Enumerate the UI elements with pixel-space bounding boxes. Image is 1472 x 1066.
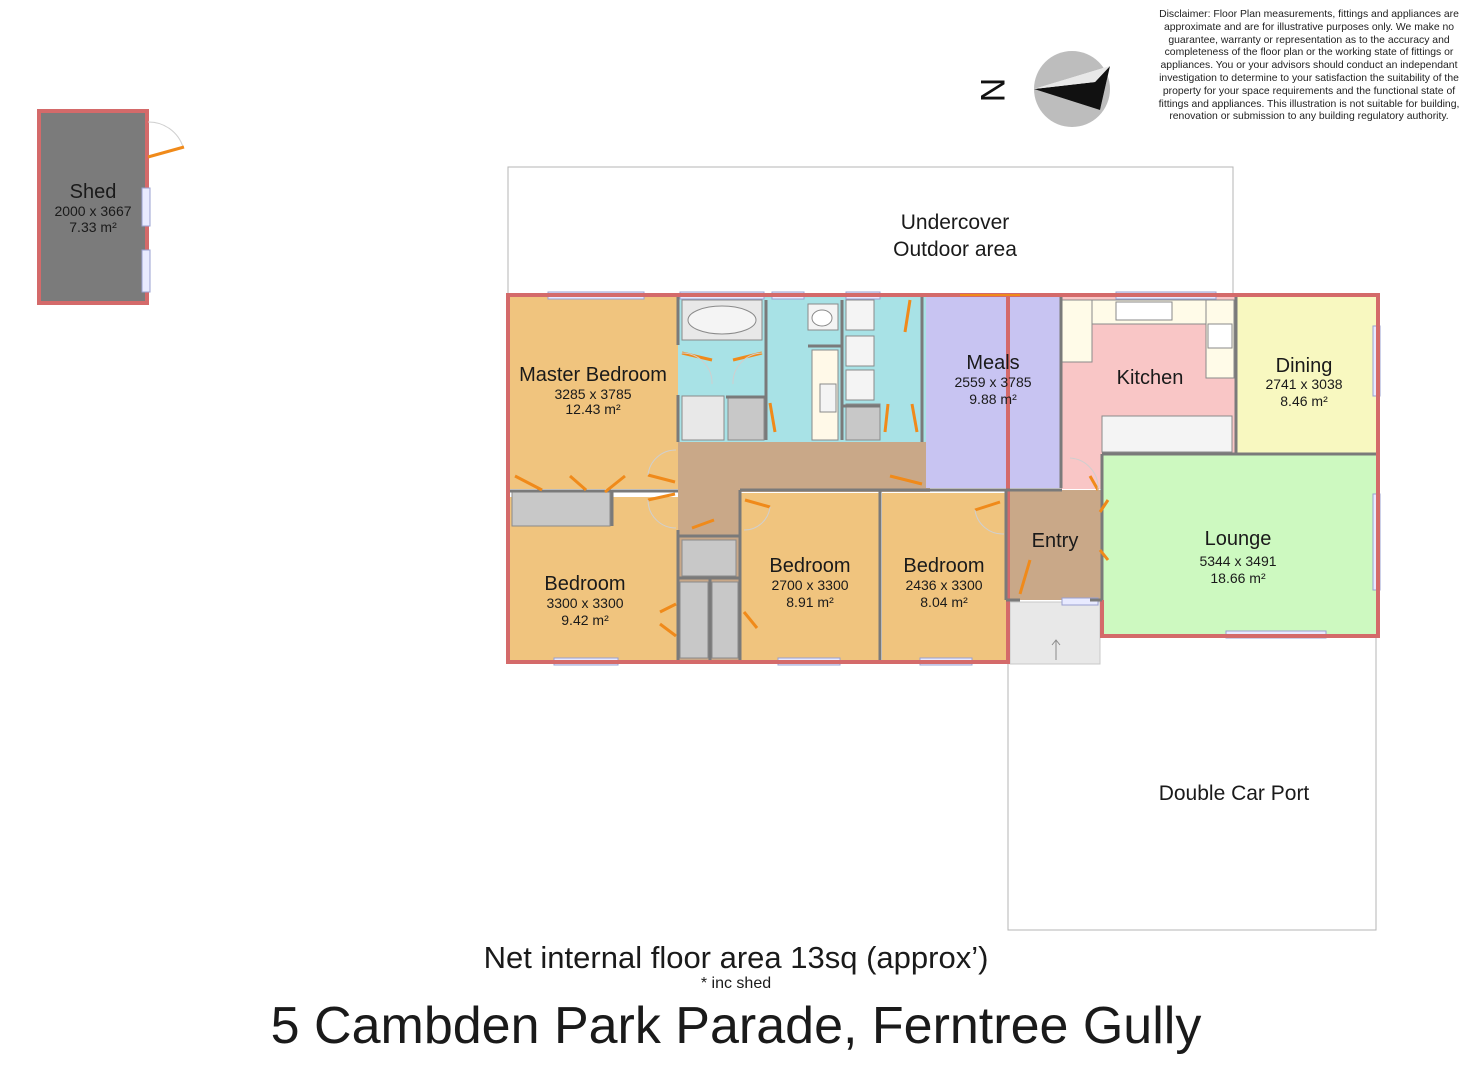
shed-dims: 2000 x 3667 <box>54 203 131 219</box>
dining-area: 8.46 m² <box>1280 393 1328 409</box>
shed-door <box>147 145 185 159</box>
room-meals <box>926 297 1061 488</box>
bedroom2-dims: 3300 x 3300 <box>546 595 623 611</box>
meals-area: 9.88 m² <box>969 391 1017 407</box>
shed-name: Shed <box>70 181 117 203</box>
carport-area <box>1007 635 1377 931</box>
room-hallway <box>678 442 930 492</box>
compass: N <box>973 51 1110 127</box>
carport-label: Double Car Port <box>1159 782 1310 805</box>
outdoor-label-line1: Undercover <box>901 211 1010 234</box>
bedroom2-area: 9.42 m² <box>561 612 609 628</box>
bedroom2-name: Bedroom <box>544 573 625 595</box>
lounge-dims: 5344 x 3491 <box>1199 553 1276 569</box>
dining-dims: 2741 x 3038 <box>1265 376 1342 392</box>
meals-dims: 2559 x 3785 <box>954 374 1031 390</box>
bedroom3-area: 8.91 m² <box>786 594 834 610</box>
bedroom4-name: Bedroom <box>903 555 984 577</box>
floor-area-caption: Net internal floor area 13sq (approx’) <box>483 940 989 975</box>
master-name: Master Bedroom <box>519 364 667 386</box>
fixtures <box>511 299 1235 665</box>
bedroom3-dims: 2700 x 3300 <box>771 577 848 593</box>
room-lounge <box>1102 454 1376 634</box>
room-bedroom-3 <box>740 493 880 660</box>
lounge-area: 18.66 m² <box>1210 570 1266 586</box>
kitchen-name: Kitchen <box>1117 367 1184 389</box>
property-address: 5 Cambden Park Parade, Ferntree Gully <box>270 997 1202 1055</box>
entry-name: Entry <box>1032 530 1079 552</box>
room-entry <box>1006 490 1102 600</box>
room-bedroom-4 <box>882 493 1006 660</box>
compass-north-label: N <box>973 78 1011 103</box>
master-area: 12.43 m² <box>565 401 621 417</box>
doors <box>514 294 1110 638</box>
room-master-bedroom <box>510 297 678 489</box>
bedroom4-area: 8.04 m² <box>920 594 968 610</box>
bedroom3-name: Bedroom <box>769 555 850 577</box>
shed <box>37 109 185 305</box>
outdoor-area <box>507 166 1234 296</box>
bedroom4-dims: 2436 x 3300 <box>905 577 982 593</box>
floor-area-note: * inc shed <box>700 975 772 992</box>
door-arcs <box>647 352 1099 535</box>
meals-name: Meals <box>966 352 1019 374</box>
room-dining <box>1236 297 1376 454</box>
dining-name: Dining <box>1276 355 1333 377</box>
shed-area: 7.33 m² <box>69 219 117 235</box>
interior-walls <box>510 297 1376 660</box>
lounge-name: Lounge <box>1205 528 1272 550</box>
outdoor-label-line2: Outdoor area <box>893 238 1017 261</box>
master-dims: 3285 x 3785 <box>554 386 631 402</box>
disclaimer-text: Disclaimer: Floor Plan measurements, fit… <box>1158 9 1460 123</box>
